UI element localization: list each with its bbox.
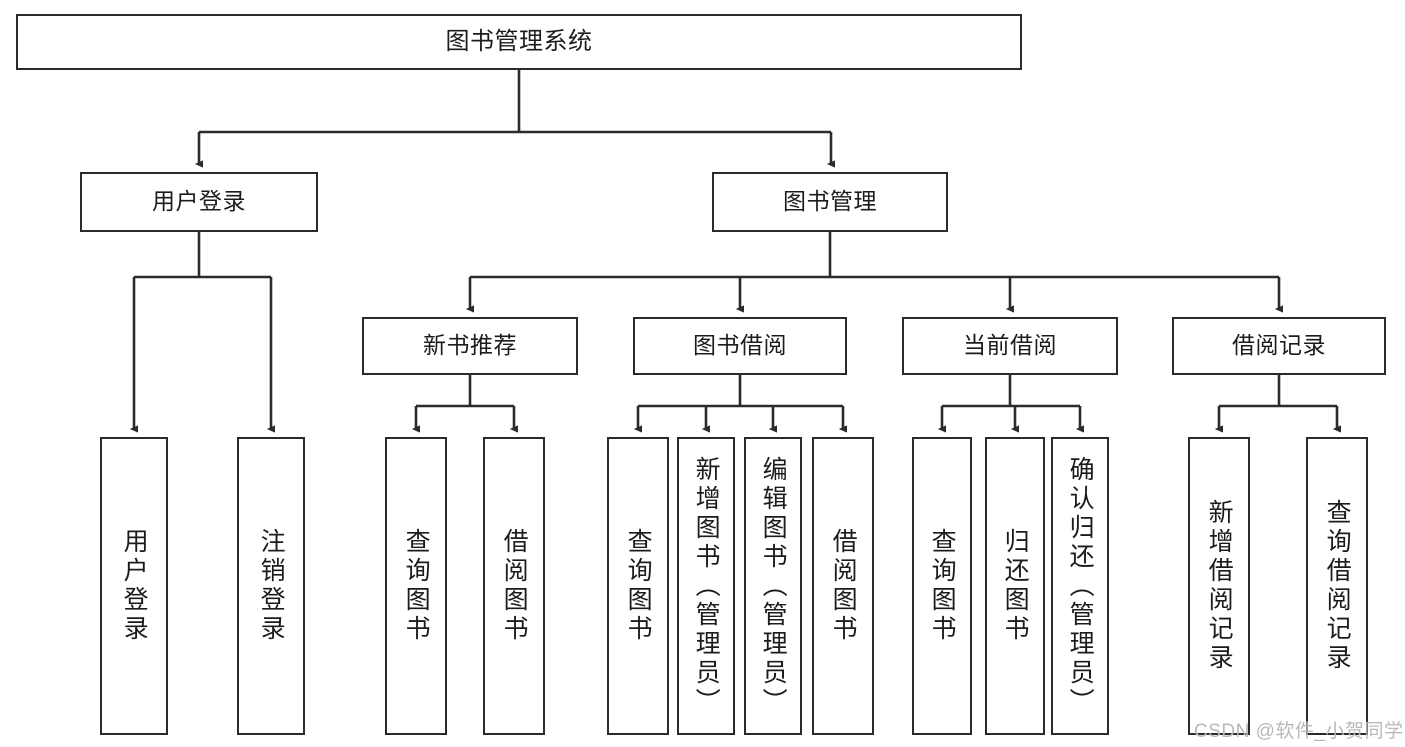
leaf-query-book-recommend[interactable]: 查询图书 xyxy=(385,437,447,735)
node-book-management[interactable]: 图书管理 xyxy=(712,172,948,232)
leaf-user-login[interactable]: 用户登录 xyxy=(100,437,168,735)
node-label: 确认归还（管理员） xyxy=(1066,455,1095,717)
node-label: 用户登录 xyxy=(120,528,149,644)
node-label: 查询图书 xyxy=(928,528,957,644)
leaf-query-book-borrow[interactable]: 查询图书 xyxy=(607,437,669,735)
node-label: 新增借阅记录 xyxy=(1205,499,1234,673)
leaf-borrow-book[interactable]: 借阅图书 xyxy=(812,437,874,735)
csdn-watermark: CSDN @软件_小贺同学 xyxy=(1194,721,1404,742)
node-label: 编辑图书（管理员） xyxy=(759,455,788,717)
node-current-borrow[interactable]: 当前借阅 xyxy=(902,317,1118,375)
leaf-edit-book-admin[interactable]: 编辑图书（管理员） xyxy=(744,437,802,735)
leaf-return-book[interactable]: 归还图书 xyxy=(985,437,1045,735)
node-borrow-records[interactable]: 借阅记录 xyxy=(1172,317,1386,375)
node-label: 图书管理系统 xyxy=(445,27,593,55)
node-label: 查询图书 xyxy=(624,528,653,644)
node-label: 图书管理 xyxy=(783,188,877,215)
node-label: 新增图书（管理员） xyxy=(692,455,721,717)
node-label: 借阅图书 xyxy=(500,528,529,644)
leaf-add-borrow-record[interactable]: 新增借阅记录 xyxy=(1188,437,1250,735)
node-label: 图书借阅 xyxy=(693,332,787,359)
node-label: 查询图书 xyxy=(402,528,431,644)
node-label: 查询借阅记录 xyxy=(1323,499,1352,673)
leaf-logout[interactable]: 注销登录 xyxy=(237,437,305,735)
node-root[interactable]: 图书管理系统 xyxy=(16,14,1022,70)
node-label: 注销登录 xyxy=(257,528,286,644)
leaf-query-borrow-record[interactable]: 查询借阅记录 xyxy=(1306,437,1368,735)
leaf-add-book-admin[interactable]: 新增图书（管理员） xyxy=(677,437,735,735)
node-label: 当前借阅 xyxy=(963,332,1057,359)
node-label: 新书推荐 xyxy=(423,332,517,359)
node-label: 借阅记录 xyxy=(1232,332,1326,359)
leaf-query-book-current[interactable]: 查询图书 xyxy=(912,437,972,735)
node-book-borrow[interactable]: 图书借阅 xyxy=(633,317,847,375)
node-label: 借阅图书 xyxy=(829,528,858,644)
node-label: 用户登录 xyxy=(152,188,246,215)
node-label: 归还图书 xyxy=(1001,528,1030,644)
leaf-confirm-return-admin[interactable]: 确认归还（管理员） xyxy=(1051,437,1109,735)
node-user-login[interactable]: 用户登录 xyxy=(80,172,318,232)
leaf-borrow-book-recommend[interactable]: 借阅图书 xyxy=(483,437,545,735)
node-new-book-recommend[interactable]: 新书推荐 xyxy=(362,317,578,375)
